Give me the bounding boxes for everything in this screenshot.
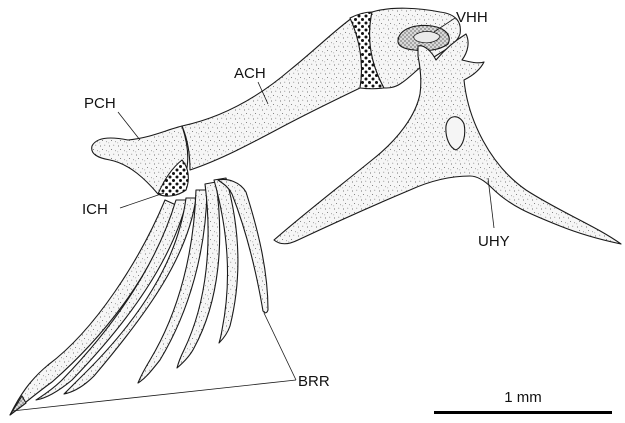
branchiostegal-ray-1-tip: [10, 396, 26, 415]
branchiostegal-rays: [10, 178, 268, 415]
branchiostegal-ray-1: [10, 200, 176, 415]
label-pch: PCH: [84, 95, 116, 112]
label-brr: BRR: [298, 373, 330, 390]
scale-bar-label: 1 mm: [504, 389, 542, 406]
brr-leader-2: [264, 313, 296, 380]
anterior-ceratohyal: [182, 18, 362, 170]
pch-leader: [118, 112, 140, 140]
label-uhy: UHY: [478, 233, 510, 250]
scale-bar-line: [434, 411, 612, 414]
label-ach: ACH: [234, 65, 266, 82]
ich-leader: [120, 193, 164, 208]
label-vhh: VHH: [456, 9, 488, 26]
brr-leader-1: [12, 380, 296, 411]
scale-bar: 1 mm: [434, 389, 612, 414]
label-ich: ICH: [82, 201, 108, 218]
